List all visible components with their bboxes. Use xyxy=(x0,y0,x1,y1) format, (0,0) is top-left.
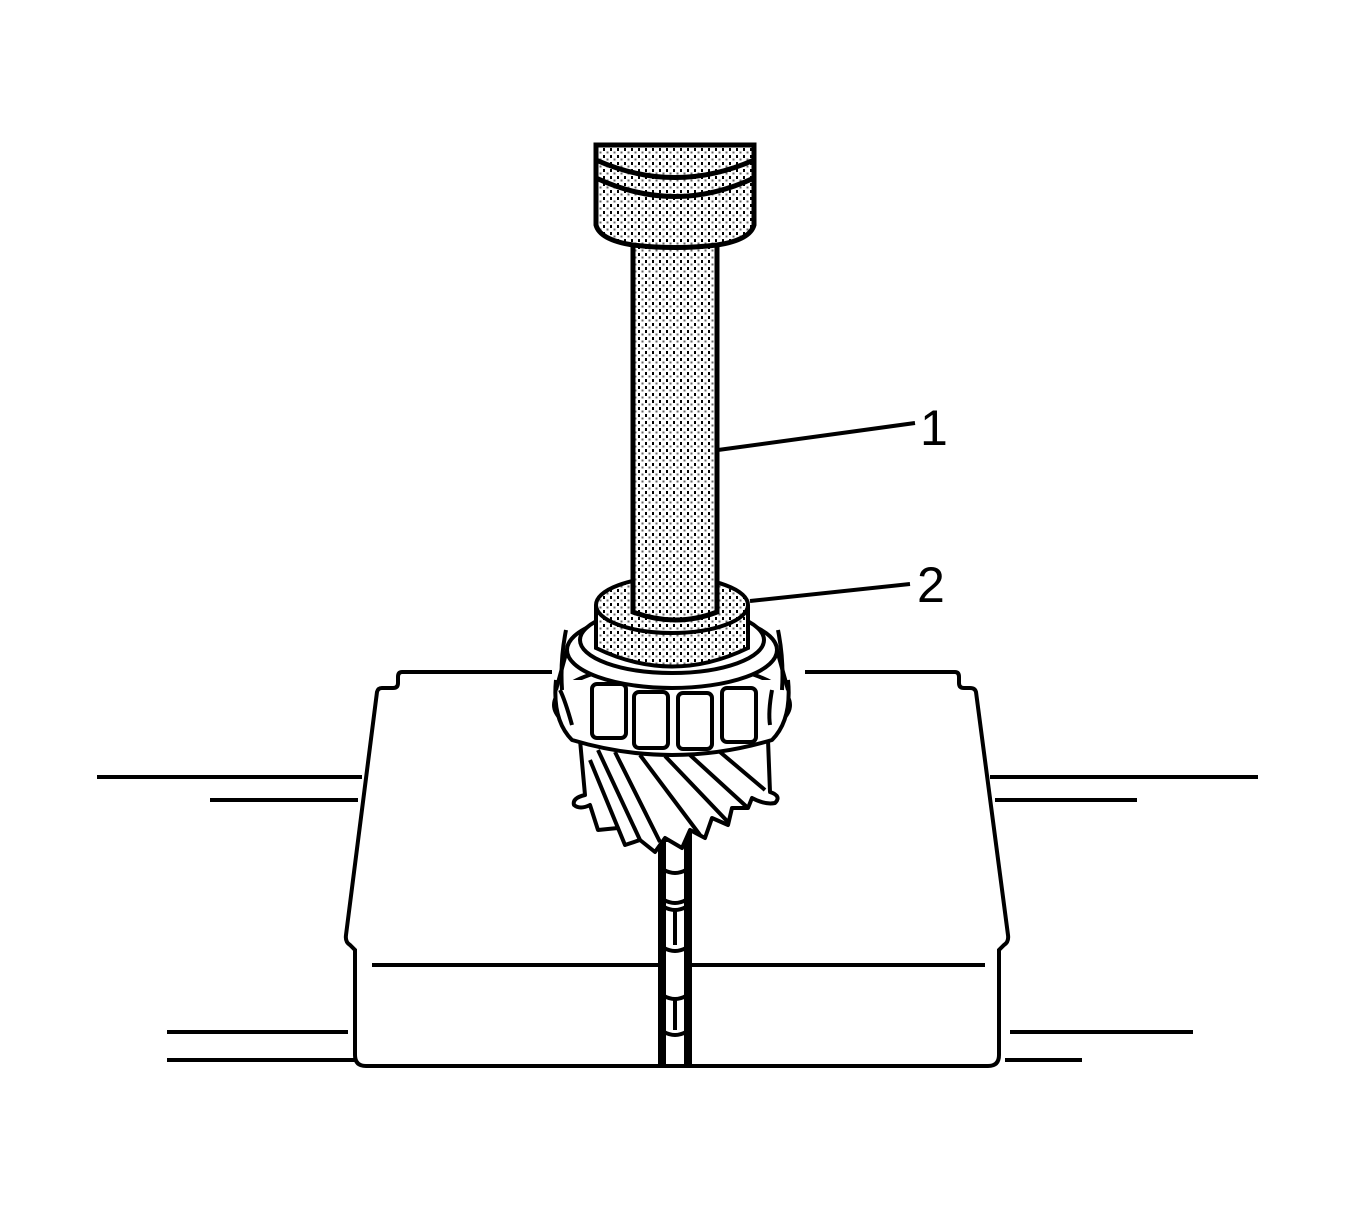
press-ram-head xyxy=(593,142,757,250)
leader-line-2 xyxy=(749,582,911,603)
pinion-stem xyxy=(662,838,688,1068)
press-bed-rails xyxy=(97,775,1258,1062)
callout-1-label: 1 xyxy=(920,400,948,456)
callout-leaders xyxy=(717,421,916,603)
pinion-gear xyxy=(571,738,780,854)
leader-line-1 xyxy=(717,421,916,452)
press-tool-shaft xyxy=(630,237,720,623)
callout-2-label: 2 xyxy=(917,557,945,613)
